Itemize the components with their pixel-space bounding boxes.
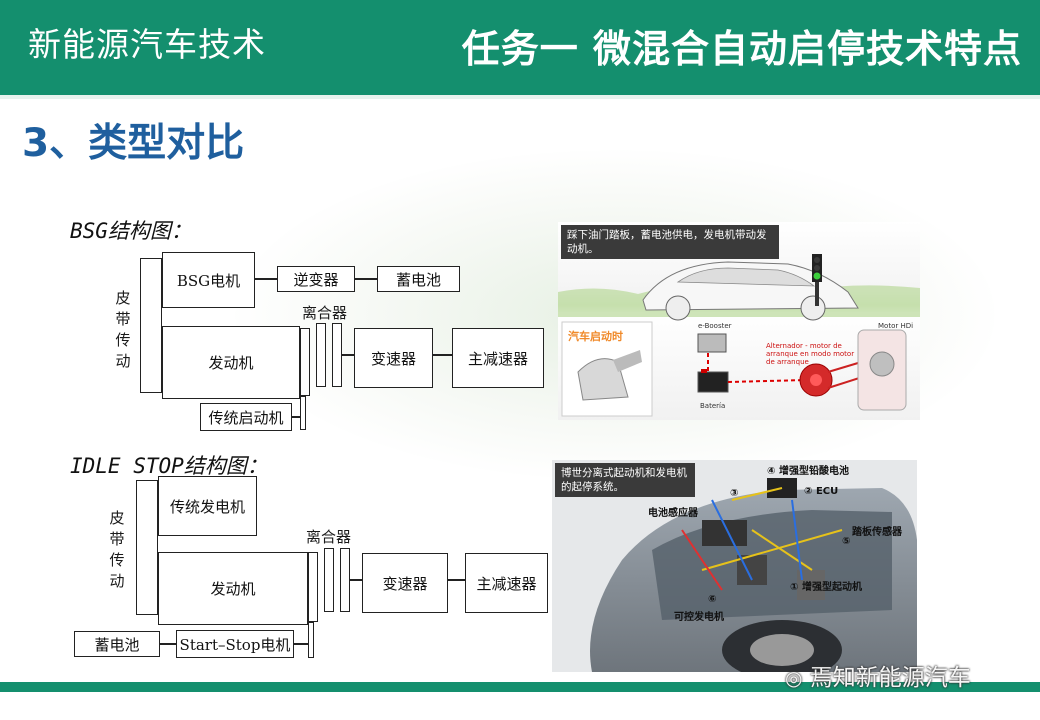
idle-link-trans-final bbox=[448, 579, 465, 581]
idle-ss-motor-label: Start–Stop电机 bbox=[179, 635, 291, 654]
bsg-battery-label: 蓄电池 bbox=[395, 270, 441, 289]
bsg-starter-label: 传统启动机 bbox=[208, 408, 284, 427]
slide-footer bbox=[0, 682, 1040, 692]
idle-engine-box: 发动机 bbox=[158, 552, 308, 625]
bsg-motor-label: BSG电机 bbox=[176, 271, 241, 290]
header-divider bbox=[0, 95, 1040, 99]
wechat-icon: ◎ bbox=[785, 666, 803, 690]
idle-photo-callout-5: ⑤ bbox=[842, 536, 851, 547]
bsg-photo-caption: 踩下油门踏板，蓄电池供电，发电机带动发动机。 bbox=[561, 225, 779, 259]
bsg-photo-motor-label: Motor HDi bbox=[878, 322, 914, 330]
idle-link-clutch-trans bbox=[350, 579, 362, 581]
idle-photo-callout-1: ① 增强型起动机 bbox=[790, 582, 862, 593]
bsg-motor-box: BSG电机 bbox=[162, 252, 255, 308]
idle-photo-callout-2: ② ECU bbox=[804, 486, 839, 497]
bsg-photo-illustration bbox=[558, 254, 920, 417]
idle-clutch-label: 离合器 bbox=[306, 528, 352, 546]
bsg-photo-bateria-label: Batería bbox=[700, 402, 726, 410]
idle-photo-callout-3: ③ bbox=[730, 488, 739, 499]
bsg-link-motor-inverter bbox=[255, 278, 277, 280]
bsg-diagram-title: BSG结构图： bbox=[70, 219, 192, 243]
idle-photo-caption: 博世分离式起动机和发电机的起停系统。 bbox=[555, 463, 695, 497]
watermark: ◎ 焉知新能源汽车 bbox=[785, 658, 971, 692]
bsg-belt-label: 皮带传动 bbox=[115, 289, 131, 370]
bsg-final-drive-label: 主减速器 bbox=[467, 349, 528, 368]
section-title: 3、类型对比 bbox=[22, 121, 245, 166]
idle-link-battery-motor bbox=[160, 643, 176, 645]
idle-photo-callout-4: ④ 增强型铅酸电池 bbox=[767, 466, 849, 477]
bsg-photo-ebooster-label: e-Booster bbox=[698, 322, 732, 330]
idle-final-drive-box: 主减速器 bbox=[465, 553, 548, 613]
idle-photo-callout-sensor: 电池感应器 bbox=[648, 508, 698, 519]
bsg-inverter-label: 逆变器 bbox=[293, 270, 339, 289]
bsg-clutch-plate-1 bbox=[300, 328, 310, 396]
bsg-battery-box: 蓄电池 bbox=[377, 266, 460, 292]
idle-clutch-plate-2 bbox=[324, 548, 334, 612]
bsg-photo: 踩下油门踏板，蓄电池供电，发电机带动发动机。 汽车启动时 e-Booster A… bbox=[558, 222, 920, 420]
idle-generator-box: 传统发电机 bbox=[158, 476, 257, 536]
bsg-link-inverter-battery bbox=[355, 278, 377, 280]
bsg-photo-alternator-label: Alternador - motor de arranque en modo m… bbox=[766, 342, 855, 366]
bsg-belt-plate bbox=[140, 258, 162, 393]
bsg-engine-label: 发动机 bbox=[208, 354, 254, 372]
bsg-inverter-box: 逆变器 bbox=[277, 266, 355, 292]
slide-header: 新能源汽车技术 任务一 微混合自动启停技术特点 bbox=[0, 0, 1040, 95]
idle-motor-shaft bbox=[308, 622, 314, 658]
bsg-final-drive-box: 主减速器 bbox=[452, 328, 544, 388]
idle-engine-label: 发动机 bbox=[210, 580, 256, 598]
bsg-link-trans-final bbox=[433, 354, 452, 356]
idle-photo: 博世分离式起动机和发电机的起停系统。 ④ 增强型铅酸电池 ③ ② ECU 电池感… bbox=[552, 460, 917, 672]
bsg-clutch-plate-3 bbox=[332, 323, 342, 387]
idle-belt-plate bbox=[136, 480, 158, 615]
bsg-starter-box: 传统启动机 bbox=[200, 403, 292, 431]
bsg-link-starter bbox=[292, 416, 304, 418]
idle-battery-box: 蓄电池 bbox=[74, 631, 160, 657]
bsg-clutch-label: 离合器 bbox=[302, 304, 348, 322]
bsg-photo-start-label: 汽车启动时 bbox=[568, 330, 623, 343]
idle-photo-callout-pedal: 踏板传感器 bbox=[852, 527, 902, 538]
bsg-transmission-box: 变速器 bbox=[354, 328, 433, 388]
idle-transmission-label: 变速器 bbox=[382, 574, 428, 593]
idle-transmission-box: 变速器 bbox=[362, 553, 448, 613]
idle-final-drive-label: 主减速器 bbox=[476, 574, 537, 593]
task-title: 任务一 微混合自动启停技术特点 bbox=[461, 27, 1022, 71]
bsg-starter-shaft bbox=[300, 396, 306, 430]
bsg-link-clutch-trans bbox=[342, 354, 354, 356]
idle-photo-callout-6: ⑥ bbox=[708, 594, 717, 605]
idle-clutch-plate-1 bbox=[308, 552, 318, 622]
course-title: 新能源汽车技术 bbox=[28, 25, 266, 64]
idle-belt-label: 皮带传动 bbox=[109, 509, 125, 590]
idle-ss-motor-box: Start–Stop电机 bbox=[176, 630, 294, 658]
idle-photo-callout-generator: 可控发电机 bbox=[674, 612, 724, 623]
bsg-engine-box: 发动机 bbox=[162, 326, 300, 399]
idle-battery-label: 蓄电池 bbox=[94, 635, 140, 654]
idle-generator-label: 传统发电机 bbox=[169, 497, 245, 516]
bsg-clutch-plate-2 bbox=[316, 323, 326, 387]
bsg-transmission-label: 变速器 bbox=[370, 349, 416, 368]
idle-diagram-title: IDLE STOP结构图： bbox=[70, 454, 268, 478]
watermark-text: 焉知新能源汽车 bbox=[809, 665, 971, 691]
idle-link-motor-shaft bbox=[294, 643, 308, 645]
idle-clutch-plate-3 bbox=[340, 548, 350, 612]
